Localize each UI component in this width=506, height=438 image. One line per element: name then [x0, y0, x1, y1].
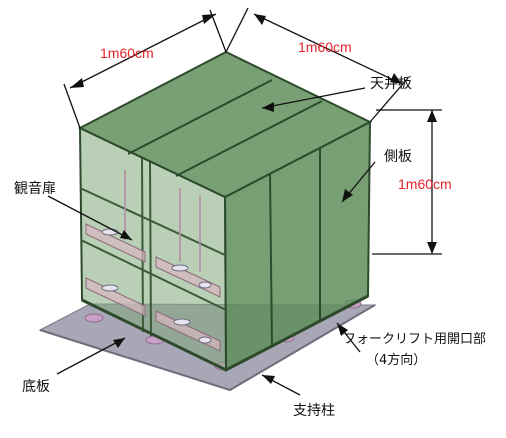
- forklift-opening-label: フォークリフト用開口部: [343, 332, 487, 347]
- door-label: 観音扉: [14, 181, 56, 197]
- bottom-plate-label: 底板: [22, 379, 50, 395]
- ceiling-plate-label: 天井板: [370, 76, 412, 92]
- width-left-dimension: 1m60cm: [100, 45, 154, 61]
- side-plate-label: 側板: [384, 149, 412, 165]
- forklift-opening-directions-label: （4方向）: [366, 353, 427, 368]
- width-right-dimension: 1m60cm: [298, 39, 352, 55]
- support-column-label: 支持柱: [293, 403, 335, 419]
- height-dimension: 1m60cm: [398, 176, 452, 192]
